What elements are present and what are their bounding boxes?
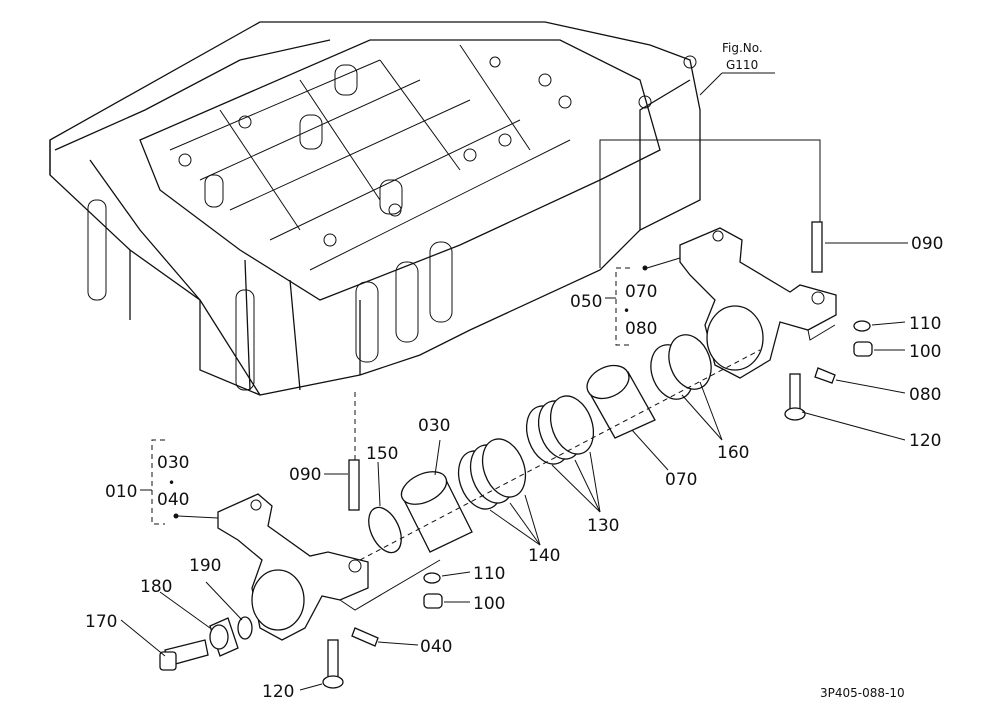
label-120-left: 120	[262, 682, 294, 702]
washer-left	[423, 572, 441, 584]
ring-130-c	[549, 395, 595, 455]
bolt-left	[322, 639, 344, 689]
label-110-left: 110	[473, 564, 505, 584]
label-090-right: 090	[911, 234, 943, 254]
group-bracket-010	[140, 439, 219, 525]
label-070: 070	[665, 470, 697, 490]
nut-left	[423, 593, 443, 609]
bushing-030	[400, 471, 473, 553]
group-bracket-050	[605, 257, 681, 346]
label-150: 150	[366, 444, 398, 464]
label-160: 160	[717, 443, 749, 463]
label-050-b: 080	[625, 319, 657, 339]
label-140: 140	[528, 546, 560, 566]
label-100-right: 100	[909, 342, 941, 362]
frame-casting	[49, 21, 701, 396]
collar-180	[209, 617, 239, 657]
o-ring-150	[368, 506, 402, 554]
label-130: 130	[587, 516, 619, 536]
bushing-070	[586, 364, 656, 439]
label-190: 190	[189, 556, 221, 576]
label-080-right: 080	[909, 385, 941, 405]
grease-nipple-left	[351, 627, 379, 647]
fig-no-label: Fig.No.	[722, 41, 763, 55]
dot-050: •	[623, 304, 630, 318]
left-axle-bracket	[217, 493, 441, 641]
ring-140-c	[481, 438, 527, 498]
grease-nipple-right	[814, 367, 836, 384]
label-010-a: 030	[157, 453, 189, 473]
callout-labels: 090 110 100 080 120 050 070 • 080 160 07…	[85, 234, 943, 702]
bolt-right	[784, 373, 806, 421]
label-090-left: 090	[289, 465, 321, 485]
label-030: 030	[418, 416, 450, 436]
label-040: 040	[420, 637, 452, 657]
label-110-right: 110	[909, 314, 941, 334]
washer-190	[237, 616, 253, 640]
label-120-right: 120	[909, 431, 941, 451]
seal-160-b	[668, 334, 712, 390]
figure-reference: Fig.No. G110	[699, 41, 775, 96]
bolt-170	[159, 639, 209, 671]
right-axle-bracket	[599, 139, 837, 379]
nut-right	[853, 341, 873, 357]
washer-right	[853, 320, 871, 332]
stud-left	[348, 459, 360, 511]
drawing-number: 3P405-088-10	[820, 686, 905, 700]
label-170: 170	[85, 612, 117, 632]
stud-right	[811, 221, 823, 273]
fig-no-value: G110	[726, 58, 758, 72]
label-050: 050	[570, 292, 602, 312]
label-010: 010	[105, 482, 137, 502]
label-180: 180	[140, 577, 172, 597]
label-010-b: 040	[157, 490, 189, 510]
dot-010: •	[168, 476, 175, 490]
label-100-left: 100	[473, 594, 505, 614]
label-050-a: 070	[625, 282, 657, 302]
